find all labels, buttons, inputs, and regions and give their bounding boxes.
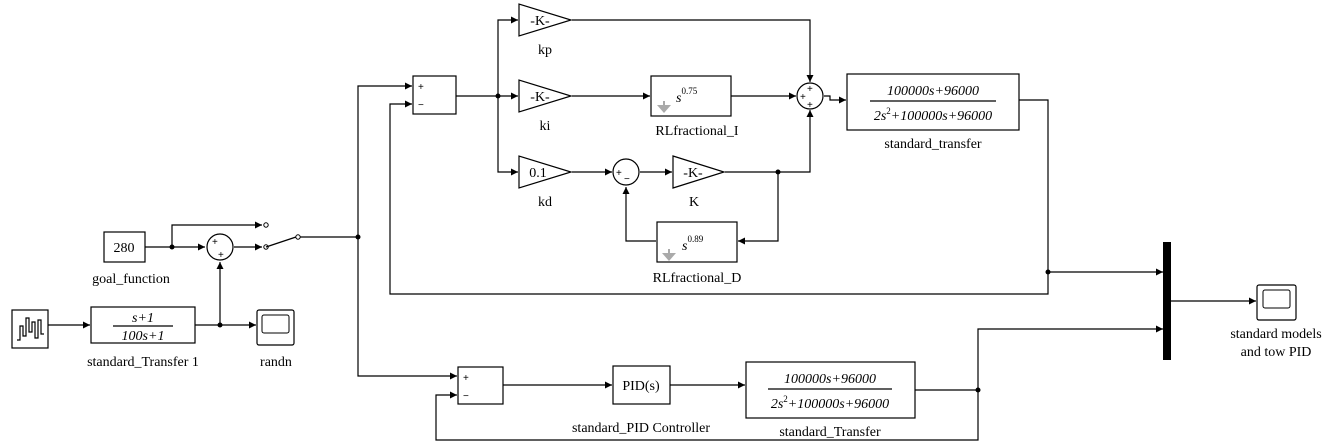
- tf-denominator: 100s+1: [122, 329, 165, 344]
- svg-text:+: +: [807, 84, 813, 95]
- tf-numerator: s+1: [132, 311, 154, 326]
- rl-fractional-d-label: RLfractional_D: [653, 271, 742, 286]
- gain-k-value: -K-: [683, 166, 703, 181]
- svg-text:+: +: [800, 92, 806, 103]
- constant-block[interactable]: 280: [103, 231, 146, 263]
- arrow-down-icon: [662, 249, 676, 261]
- pid-label: standard_PID Controller: [572, 421, 710, 436]
- sum-top[interactable]: + −: [412, 75, 457, 115]
- wire: [622, 187, 656, 242]
- rl-fractional-i[interactable]: s0.75: [650, 75, 732, 117]
- svg-text:+: +: [218, 250, 224, 261]
- wire: [977, 325, 1163, 390]
- transfer-top-label: standard_transfer: [884, 137, 982, 152]
- gain-ki[interactable]: -K-: [518, 79, 574, 113]
- wire: [497, 96, 518, 176]
- wire: [572, 19, 814, 82]
- scope-output-label-1: standard models: [1230, 327, 1321, 342]
- gain-kp[interactable]: -K-: [518, 3, 574, 37]
- scope-icon: [261, 314, 290, 334]
- pid-text: PID(s): [622, 379, 660, 394]
- scope-output-label-2: and tow PID: [1241, 345, 1312, 360]
- gain-k[interactable]: -K-: [672, 155, 727, 189]
- svg-text:+: +: [463, 373, 469, 384]
- transfer-fcn-input[interactable]: s+1 100s+1: [90, 306, 196, 344]
- scope-randn-label: randn: [260, 355, 292, 370]
- constant-value: 280: [114, 241, 135, 256]
- pid-controller[interactable]: PID(s): [612, 365, 671, 405]
- svg-text:−: −: [624, 174, 630, 185]
- wire: [357, 82, 412, 237]
- transfer-input-label: standard_Transfer 1: [87, 355, 199, 370]
- k-label: K: [689, 195, 699, 210]
- gain-kp-value: -K-: [530, 14, 550, 29]
- svg-text:+: +: [418, 82, 424, 93]
- wire: [778, 110, 814, 173]
- sum-pid[interactable]: + + +: [796, 82, 824, 111]
- wire: [435, 390, 979, 441]
- goal-function-label: goal_function: [92, 272, 170, 287]
- arrow-down-icon: [657, 101, 671, 113]
- manual-switch[interactable]: [263, 222, 301, 250]
- wire: [171, 221, 262, 247]
- rl-fractional-d[interactable]: s0.89: [656, 221, 738, 263]
- rl-fractional-i-label: RLfractional_I: [655, 124, 739, 139]
- svg-text:s0.89: s0.89: [682, 234, 704, 254]
- wire: [1019, 99, 1049, 272]
- sum-bottom[interactable]: + −: [457, 366, 504, 405]
- gain-ki-value: -K-: [530, 90, 550, 105]
- tf-numerator: 100000s+96000: [887, 84, 979, 99]
- gain-kd[interactable]: 0.1: [518, 155, 574, 189]
- sum-derivative[interactable]: + −: [612, 158, 640, 186]
- wire: [738, 172, 779, 245]
- gain-kd-value: 0.1: [529, 166, 547, 181]
- kp-label: kp: [538, 43, 552, 58]
- svg-text:s0.75: s0.75: [676, 86, 698, 106]
- wire: [389, 100, 1049, 295]
- svg-text:+: +: [807, 100, 813, 111]
- scope-output[interactable]: [1256, 284, 1297, 321]
- scope-icon: [1262, 289, 1291, 309]
- transfer-fcn-bottom[interactable]: 100000s+96000 2s2+100000s+96000: [745, 361, 916, 419]
- tf-denominator: 2s2+100000s+96000: [771, 394, 889, 412]
- ki-label: ki: [540, 119, 551, 134]
- svg-text:+: +: [212, 237, 218, 248]
- svg-text:−: −: [418, 100, 424, 111]
- transfer-fcn-top[interactable]: 100000s+96000 2s2+100000s+96000: [846, 73, 1020, 131]
- svg-text:−: −: [463, 391, 469, 402]
- transfer-bottom-label: standard_Transfer: [779, 425, 881, 440]
- wire: [497, 16, 518, 96]
- mux-block[interactable]: [1163, 242, 1171, 360]
- kd-label: kd: [538, 195, 552, 210]
- wire: [357, 237, 457, 380]
- noise-icon: [17, 317, 44, 341]
- signal-generator-block[interactable]: [11, 309, 49, 349]
- sum-goal[interactable]: + +: [206, 233, 234, 261]
- scope-randn[interactable]: [256, 309, 295, 346]
- tf-denominator: 2s2+100000s+96000: [874, 106, 992, 124]
- svg-text:+: +: [616, 168, 622, 179]
- wire: [824, 95, 846, 104]
- tf-numerator: 100000s+96000: [784, 372, 876, 387]
